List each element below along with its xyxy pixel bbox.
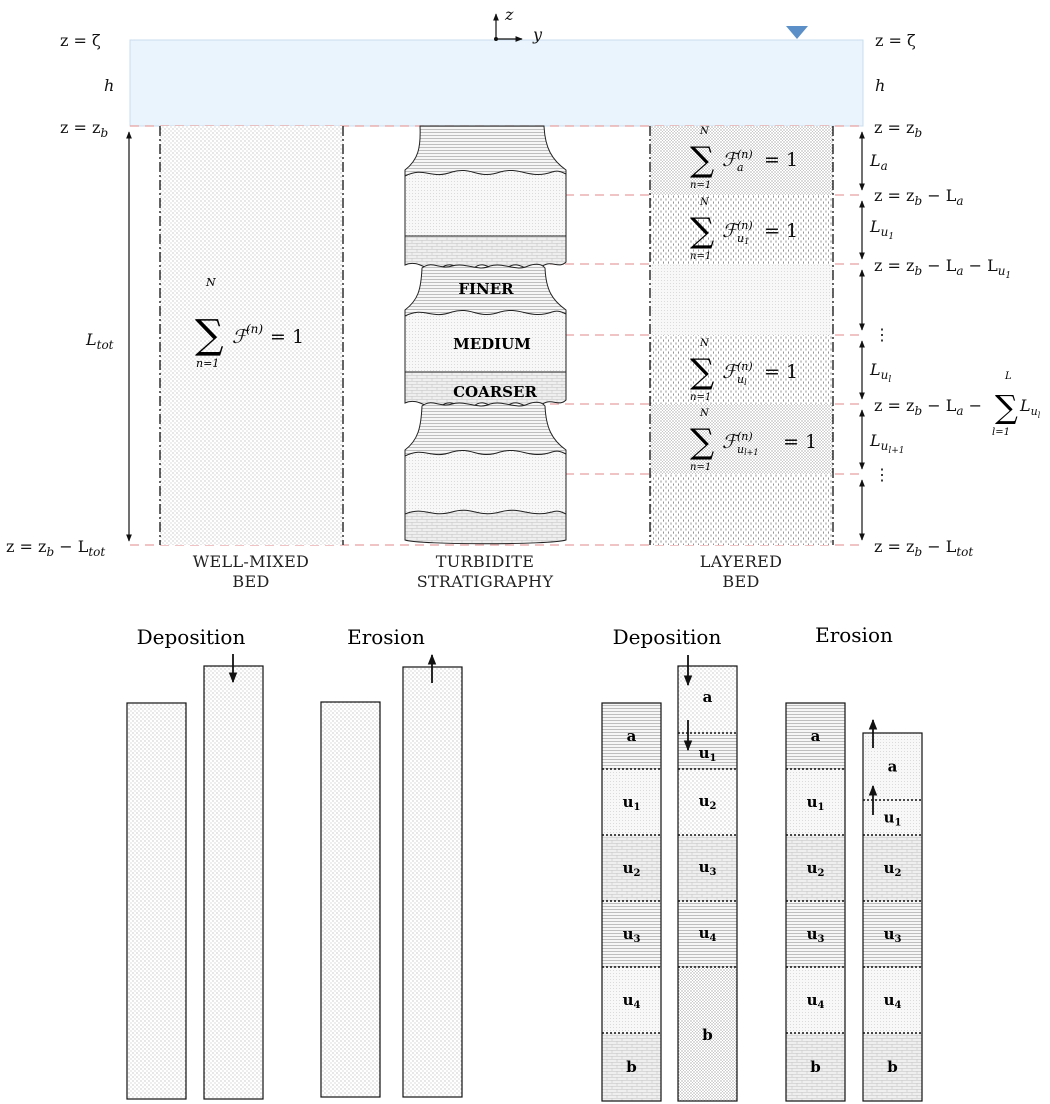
svg-text:= 1: = 1	[764, 361, 798, 383]
left-bedbottom-label: z = zb − Ltot	[6, 537, 105, 559]
right-Lul-label: Lul	[869, 360, 891, 385]
layer-label: a	[627, 727, 637, 745]
right-ellipsis-1: ⋮	[874, 325, 890, 344]
coarser-label: COARSER	[453, 383, 537, 401]
deposition-right-title: Deposition	[613, 625, 722, 649]
axes-icon: z y	[494, 5, 543, 44]
svg-text:= 1: = 1	[764, 149, 798, 171]
wm-ero-after	[403, 667, 462, 1097]
layer-label: a	[811, 727, 821, 745]
caption-well-mixed-1: WELL-MIXED	[193, 552, 309, 571]
svg-text:n=1: n=1	[196, 357, 219, 370]
svg-text:N: N	[699, 126, 710, 137]
medium-label: MEDIUM	[453, 335, 531, 353]
right-ellipsis-2: ⋮	[874, 465, 890, 484]
right-Lu1-label: Lu1	[869, 217, 894, 242]
svg-text:(n): (n)	[737, 148, 753, 161]
layer-label: b	[702, 1026, 713, 1044]
erosion-left-title: Erosion	[347, 625, 425, 649]
left-bedtop-label: z = zb	[60, 118, 108, 140]
layer-label: b	[810, 1058, 821, 1076]
svg-text:N: N	[699, 338, 710, 349]
layer-label: a	[888, 758, 898, 776]
svg-text:n=1: n=1	[690, 180, 711, 191]
right-depth-label: h	[875, 76, 885, 95]
wm-dep-after	[204, 666, 263, 1099]
right-zb-sum-label: z = zb − La − L ∑ l=1 Lul	[874, 371, 1041, 438]
erosion-right-title: Erosion	[815, 623, 893, 647]
svg-text:Lul: Lul	[1019, 396, 1041, 420]
layer-label: a	[703, 688, 713, 706]
axis-y-label: y	[532, 25, 543, 44]
caption-turbidite-1: TURBIDITE	[436, 552, 534, 571]
right-surface-label: z = ζ	[875, 31, 916, 50]
svg-text:(n): (n)	[737, 430, 753, 443]
left-surface-label: z = ζ	[60, 31, 101, 50]
svg-text:= 1: = 1	[783, 431, 817, 453]
svg-text:n=1: n=1	[690, 392, 711, 403]
svg-text:∑: ∑	[690, 211, 714, 251]
layer-label: b	[887, 1058, 898, 1076]
right-zb-Ltot-label: z = zb − Ltot	[874, 537, 973, 559]
ltot-label: Ltot	[85, 330, 114, 352]
right-zb-La-Lu1-label: z = zb − La − Lu1	[874, 256, 1011, 281]
svg-text:∑: ∑	[690, 140, 714, 180]
layered-bed	[650, 126, 833, 545]
finer-label: FINER	[458, 280, 514, 298]
right-zb-La-label: z = zb − La	[874, 186, 963, 208]
caption-well-mixed-2: BED	[232, 572, 269, 591]
svg-text:(n): (n)	[737, 219, 753, 232]
wm-dep-before	[127, 703, 186, 1099]
svg-text:n=1: n=1	[690, 462, 711, 473]
wm-ero-before	[321, 702, 380, 1097]
svg-text:∑: ∑	[995, 388, 1018, 426]
caption-layered-2: BED	[722, 572, 759, 591]
water-level-triangle	[786, 26, 808, 39]
left-depth-label: h	[104, 76, 114, 95]
svg-text:∑: ∑	[690, 352, 714, 392]
layer-label: b	[626, 1058, 637, 1076]
svg-text:l=1: l=1	[992, 427, 1010, 438]
svg-text:N: N	[205, 276, 216, 289]
axis-z-label: z	[504, 5, 514, 24]
svg-text:a: a	[737, 161, 744, 174]
svg-text:L: L	[1004, 371, 1012, 382]
right-Lul1-label: Lul+1	[869, 431, 905, 456]
svg-text:N: N	[699, 408, 710, 419]
sum-symbol: ∑	[195, 312, 224, 358]
svg-text:(n): (n)	[737, 360, 753, 373]
svg-text:= 1: = 1	[764, 220, 798, 242]
caption-turbidite-2: STRATIGRAPHY	[417, 572, 554, 591]
svg-text:∑: ∑	[690, 422, 714, 462]
right-zb-label: z = zb	[874, 118, 922, 140]
deposition-left-title: Deposition	[137, 625, 246, 649]
caption-layered-1: LAYERED	[700, 552, 782, 571]
svg-text:N: N	[699, 197, 710, 208]
svg-text:z = zb − La −: z = zb − La −	[874, 396, 982, 418]
svg-text:n=1: n=1	[690, 251, 711, 262]
svg-text:(n): (n)	[246, 322, 263, 336]
svg-text:= 1: = 1	[270, 326, 304, 348]
right-La-label: La	[869, 151, 888, 173]
water-column	[130, 40, 863, 126]
